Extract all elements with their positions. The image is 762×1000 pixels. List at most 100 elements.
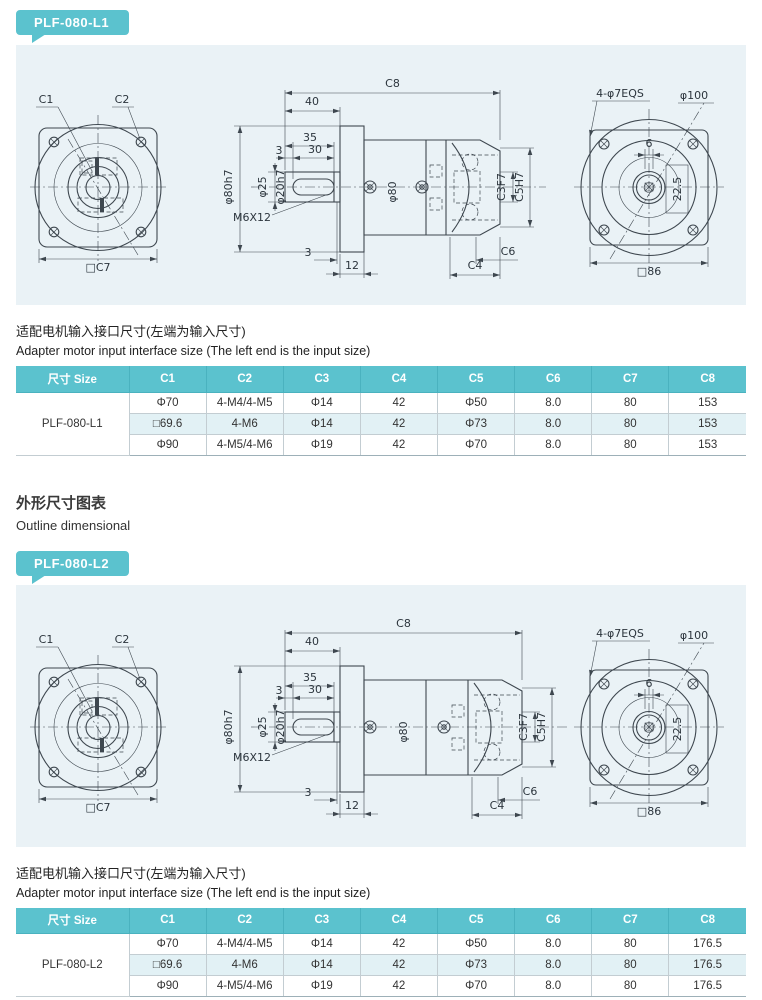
dim-label: φ80	[386, 181, 399, 202]
dim-label: 6	[646, 137, 653, 150]
col-header-5: C5	[436, 907, 516, 934]
col-header-7: C7	[591, 907, 670, 934]
dim-cell: 80	[591, 433, 670, 456]
dim-label: 3	[276, 684, 283, 697]
dim-label: 4-φ7EQS	[596, 627, 644, 640]
dim-label: φ20h7	[274, 169, 287, 204]
dim-label: C2	[115, 633, 130, 646]
dim-cell: 4-M6	[205, 412, 284, 435]
dim-cell: Φ50	[436, 933, 516, 955]
dim-label: C8	[385, 77, 400, 90]
dim-cell: Φ19	[282, 975, 361, 997]
dim-label: 30	[308, 683, 322, 696]
dim-label: 35	[303, 671, 317, 684]
dim-cell: 8.0	[514, 433, 593, 456]
dim-label: 6	[646, 677, 653, 690]
dim-cell: □69.6	[129, 412, 207, 435]
dim-cell: 80	[591, 933, 670, 955]
adapter-note-1: 适配电机输入接口尺寸(左端为输入尺寸) Adapter motor input …	[16, 321, 746, 358]
dim-cell: 42	[359, 933, 439, 955]
dim-cell: Φ50	[436, 391, 516, 414]
dim-cell: Φ90	[129, 975, 207, 997]
dim-cell: 8.0	[514, 391, 593, 414]
dim-label: 3	[305, 246, 312, 259]
dim-cell: Φ14	[282, 412, 361, 435]
dim-cell: Φ73	[436, 954, 516, 976]
dim-cell: 4-M5/4-M6	[205, 975, 284, 997]
dim-label: C5H7	[535, 712, 548, 742]
adapter-note-zh: 适配电机输入接口尺寸(左端为输入尺寸)	[16, 324, 246, 339]
dim-label: φ100	[680, 89, 708, 102]
dim-cell: 153	[668, 433, 746, 456]
dim-cell: Φ14	[282, 391, 361, 414]
dim-label: C8	[396, 617, 411, 630]
col-header-1: C1	[128, 907, 207, 934]
dim-cell: Φ70	[128, 391, 207, 414]
col-header-8: C8	[668, 907, 746, 934]
dim-label: φ80	[397, 721, 410, 742]
dim-cell: 153	[668, 412, 746, 435]
col-header-7: C7	[591, 366, 670, 393]
model-badge-plf-080-l1: PLF-080-L1	[16, 10, 130, 43]
col-header-2: C2	[205, 907, 284, 934]
dim-label: C6	[501, 245, 516, 258]
dim-cell: 176.5	[668, 954, 746, 976]
model-cell: PLF-080-L2	[16, 933, 130, 997]
section-heading-zh: 外形尺寸图表	[16, 494, 107, 512]
dim-cell: 4-M6	[205, 954, 284, 976]
dim-cell: Φ19	[282, 433, 361, 456]
dim-label: 4-φ7EQS	[596, 87, 644, 100]
dim-label: C5H7	[513, 172, 526, 202]
dim-cell: 42	[359, 975, 439, 997]
dim-cell: 42	[359, 954, 439, 976]
dim-cell: 42	[359, 433, 439, 456]
section-heading-en: Outline dimensional	[16, 517, 131, 533]
dim-label: 12	[345, 259, 359, 272]
dim-label: 30	[308, 143, 322, 156]
dim-label: C1	[39, 93, 54, 106]
dim-label: C4	[490, 799, 505, 812]
col-header-4: C4	[359, 366, 439, 393]
adapter-note-en: Adapter motor input interface size (The …	[16, 344, 371, 358]
col-header-4: C4	[359, 907, 439, 934]
dim-label: C2	[115, 93, 130, 106]
dim-cell: Φ14	[282, 933, 361, 955]
dim-cell: 80	[591, 412, 670, 435]
dim-cell: 4-M5/4-M6	[205, 433, 284, 456]
dim-label: C3F7	[517, 712, 530, 740]
model-badge-plf-080-l2: PLF-080-L2	[16, 550, 130, 584]
dim-cell: 153	[668, 391, 746, 414]
dim-cell: Φ14	[282, 954, 361, 976]
dim-label: C1	[39, 633, 54, 646]
col-header-2: C2	[205, 366, 284, 393]
dim-label: 40	[305, 95, 319, 108]
dim-label: □C7	[85, 261, 110, 274]
dim-cell: 176.5	[668, 975, 746, 997]
dim-cell: 8.0	[514, 412, 593, 435]
dim-cell: 80	[591, 391, 670, 414]
dim-label: 40	[305, 635, 319, 648]
dim-label: 3	[276, 144, 283, 157]
dim-label: 35	[303, 131, 317, 144]
dim-cell: 176.5	[668, 933, 746, 955]
dim-cell: 80	[591, 954, 670, 976]
dim-cell: 4-M4/4-M5	[205, 391, 284, 414]
dim-cell: 8.0	[514, 954, 593, 976]
dim-label: 22.5	[671, 716, 684, 741]
dim-label: □86	[637, 265, 661, 278]
